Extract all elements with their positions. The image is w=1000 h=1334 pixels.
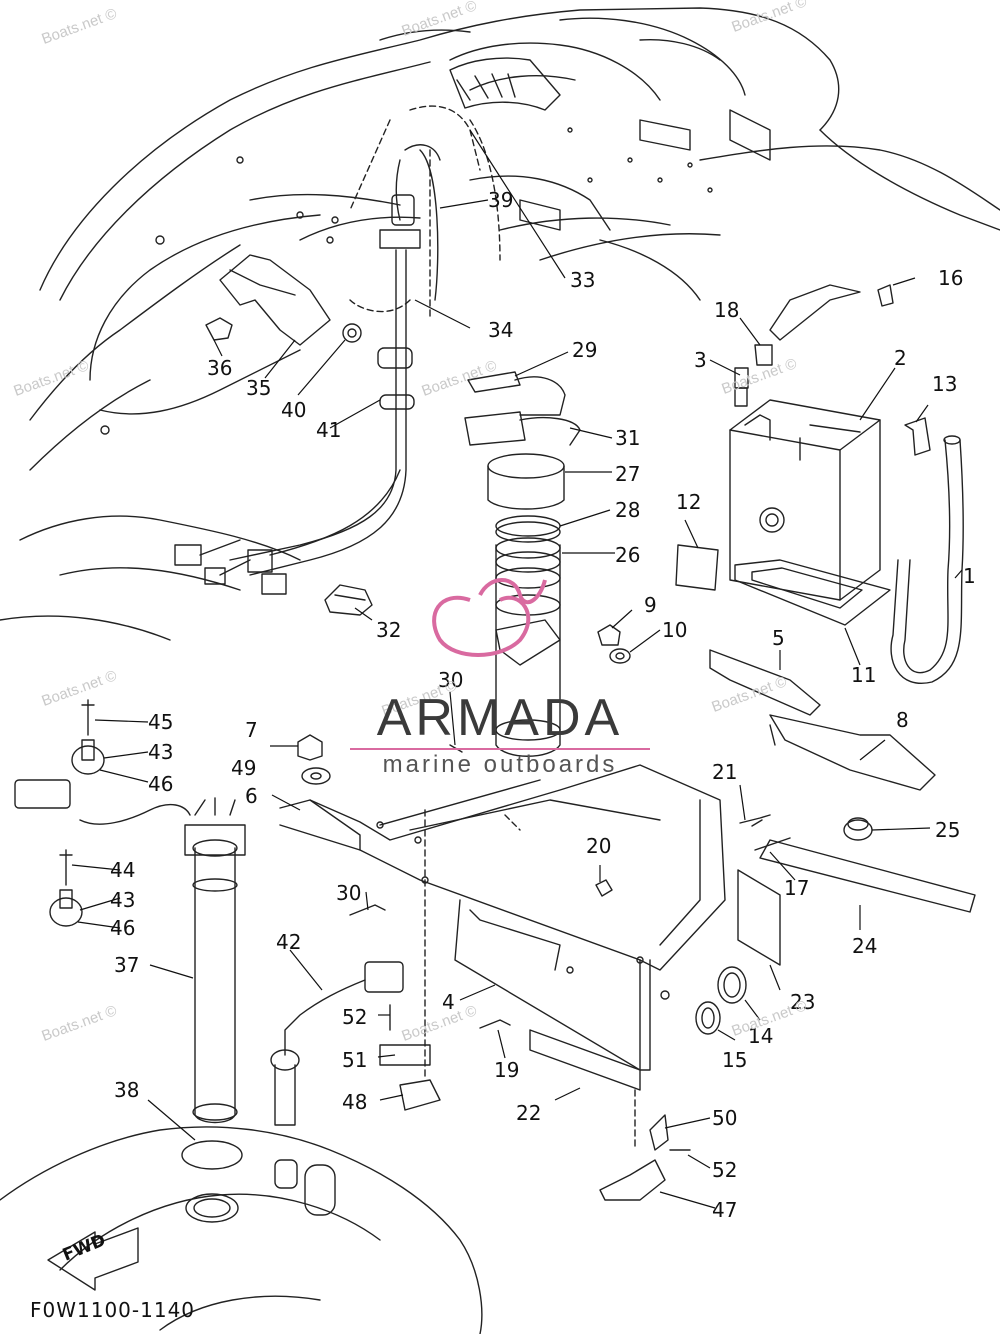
callout-43-upper: 43 <box>148 740 174 764</box>
leader-lines <box>71 129 963 1209</box>
brand-tagline: marine outboards <box>382 751 618 778</box>
callout-36: 36 <box>207 356 233 380</box>
brand-divider <box>350 748 650 750</box>
callout-45: 45 <box>148 710 174 734</box>
callout-39: 39 <box>488 188 514 212</box>
callout-43-lower: 43 <box>110 888 136 912</box>
callout-9: 9 <box>644 593 657 617</box>
callout-42: 42 <box>276 930 302 954</box>
callout-26: 26 <box>615 543 641 567</box>
part-41-clamp-harness <box>174 249 415 595</box>
grommets-screws <box>349 744 791 1035</box>
callout-11: 11 <box>851 663 877 687</box>
callout-47: 47 <box>712 1198 738 1222</box>
callout-8: 8 <box>896 708 909 732</box>
callout-30-lower: 30 <box>336 881 362 905</box>
brand-swirl <box>432 578 547 657</box>
callout-16: 16 <box>938 266 964 290</box>
callout-48: 48 <box>342 1090 368 1114</box>
callout-1: 1 <box>963 564 976 588</box>
brand-logo: ARMADA marine outboards <box>340 692 660 778</box>
battery-group <box>675 284 964 685</box>
callout-22: 22 <box>516 1101 542 1125</box>
callout-35: 35 <box>246 376 272 400</box>
callout-4: 4 <box>442 990 455 1014</box>
callout-24: 24 <box>852 934 878 958</box>
callout-31: 31 <box>615 426 641 450</box>
callout-20: 20 <box>586 834 612 858</box>
callout-28: 28 <box>615 498 641 522</box>
callout-44: 44 <box>110 858 136 882</box>
callout-40: 40 <box>281 398 307 422</box>
diagram-code: F0W1100-1140 <box>30 1298 196 1322</box>
callout-38: 38 <box>114 1078 140 1102</box>
part-9-10 <box>597 624 631 664</box>
fuel-tank <box>0 1126 483 1334</box>
callout-14: 14 <box>748 1024 774 1048</box>
part-7-49 <box>297 734 331 785</box>
callout-18: 18 <box>714 298 740 322</box>
callout-49: 49 <box>231 756 257 780</box>
part-42-sender <box>270 961 441 1126</box>
part-26-canister <box>487 453 565 757</box>
callout-10: 10 <box>662 618 688 642</box>
callout-32: 32 <box>376 618 402 642</box>
clamps-43-44-45-46 <box>49 699 105 927</box>
callout-17: 17 <box>784 876 810 900</box>
callout-33: 33 <box>570 268 596 292</box>
callout-52-right: 52 <box>712 1158 738 1182</box>
callout-21: 21 <box>712 760 738 784</box>
part-37-fuel-pump <box>14 779 246 1124</box>
guide-lines-top <box>349 105 501 321</box>
callout-37: 37 <box>114 953 140 977</box>
callout-51: 51 <box>342 1048 368 1072</box>
callout-41: 41 <box>316 418 342 442</box>
callout-29: 29 <box>572 338 598 362</box>
fwd-arrow <box>47 1227 139 1291</box>
part-47-50 <box>599 1114 691 1201</box>
pads-22-23-24 <box>529 839 976 1091</box>
callout-7: 7 <box>245 718 258 742</box>
part-35-bracket <box>205 254 362 346</box>
callout-3: 3 <box>694 348 707 372</box>
callout-15: 15 <box>722 1048 748 1072</box>
callout-12: 12 <box>676 490 702 514</box>
part-32-clip <box>324 584 373 616</box>
callout-50: 50 <box>712 1106 738 1130</box>
callout-23: 23 <box>790 990 816 1014</box>
callout-30-upper: 30 <box>438 668 464 692</box>
assembly-axes <box>424 809 636 1151</box>
hull-deck-outline <box>0 7 1000 641</box>
callout-13: 13 <box>932 372 958 396</box>
callout-46-upper: 46 <box>148 772 174 796</box>
callout-46-lower: 46 <box>110 916 136 940</box>
callout-5: 5 <box>772 626 785 650</box>
callout-25: 25 <box>935 818 961 842</box>
callout-27: 27 <box>615 462 641 486</box>
callout-52-left: 52 <box>342 1005 368 1029</box>
part-39-sensor <box>379 144 441 301</box>
callout-2: 2 <box>894 346 907 370</box>
part-29-31-straps <box>464 371 581 446</box>
brand-name: ARMADA <box>376 689 624 747</box>
callout-34: 34 <box>488 318 514 342</box>
callout-6: 6 <box>245 784 258 808</box>
callout-19: 19 <box>494 1058 520 1082</box>
